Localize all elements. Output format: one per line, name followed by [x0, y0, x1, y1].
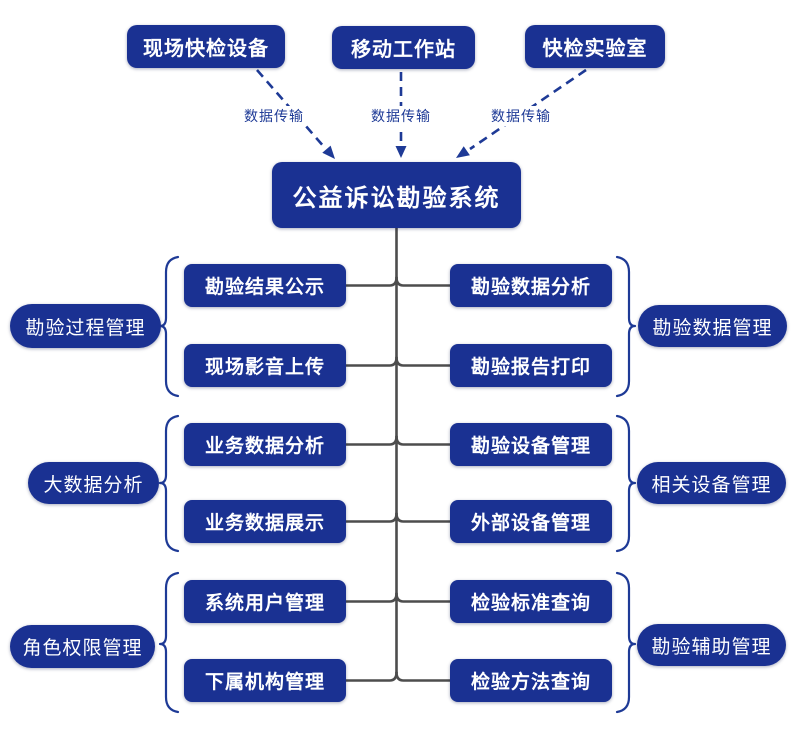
arrowhead-left [322, 145, 335, 159]
category-pill-left-2: 大数据分析 [28, 462, 159, 504]
branch-right-2-item-1: 勘验设备管理 [450, 423, 612, 466]
branch-left-3-item-2: 下属机构管理 [184, 659, 346, 702]
category-pill-left-1: 勘验过程管理 [10, 304, 161, 348]
branch-left-3-item-1: 系统用户管理 [184, 580, 346, 623]
branch-left-1-item-2: 现场影音上传 [184, 344, 346, 387]
brace-left-1 [158, 255, 180, 398]
category-pill-right-1: 勘验数据管理 [638, 305, 787, 347]
branch-right-1-item-2: 勘验报告打印 [450, 344, 612, 387]
source-node-field-device: 现场快检设备 [127, 25, 285, 68]
category-pill-right-2: 相关设备管理 [637, 462, 786, 504]
edge-label-data-transfer-2: 数据传输 [368, 106, 434, 126]
branch-left-2-item-2: 业务数据展示 [184, 500, 346, 543]
branch-right-2-item-2: 外部设备管理 [450, 500, 612, 543]
brace-left-3 [158, 571, 180, 714]
dashed-arrow-right [469, 68, 587, 151]
brace-left-2 [158, 414, 180, 553]
branch-right-1-item-1: 勘验数据分析 [450, 264, 612, 307]
edge-label-data-transfer-1: 数据传输 [241, 106, 307, 126]
source-node-quick-test-lab: 快检实验室 [525, 25, 665, 68]
brace-right-2 [615, 414, 637, 553]
brace-right-3 [615, 571, 637, 714]
gray-connectors [344, 226, 452, 682]
branch-right-3-item-2: 检验方法查询 [450, 659, 612, 702]
center-node-system: 公益诉讼勘验系统 [272, 162, 521, 228]
branch-right-3-item-1: 检验标准查询 [450, 580, 612, 623]
category-pill-right-3: 勘验辅助管理 [637, 624, 786, 666]
branch-left-1-item-1: 勘验结果公示 [184, 264, 346, 307]
branch-left-2-item-1: 业务数据分析 [184, 423, 346, 466]
brace-right-1 [615, 255, 637, 398]
edge-label-data-transfer-3: 数据传输 [488, 106, 554, 126]
category-pill-left-3: 角色权限管理 [10, 625, 155, 668]
arrowhead-middle [395, 146, 407, 158]
arrowheads [322, 145, 470, 159]
arrowhead-right [456, 146, 470, 158]
source-node-mobile-workstation: 移动工作站 [332, 26, 475, 69]
